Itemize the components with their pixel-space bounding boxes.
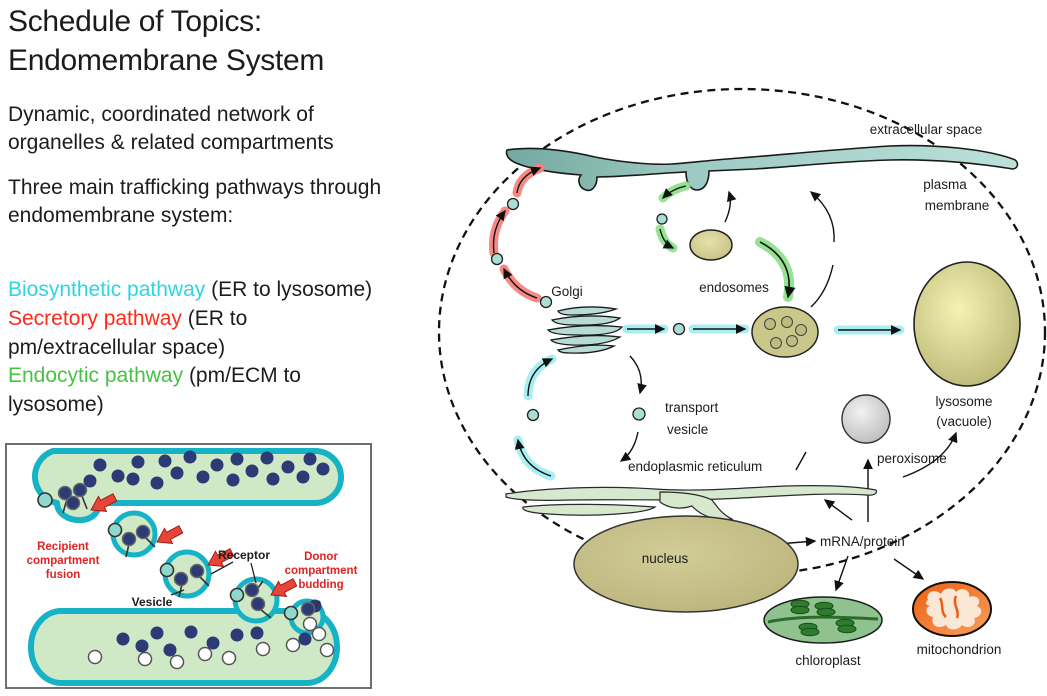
- label-mrna-protein: mRNA/protein: [820, 534, 905, 549]
- label-nucleus: nucleus: [642, 551, 689, 566]
- label-endosomes: endosomes: [699, 280, 769, 295]
- label-donor-2: compartment: [285, 565, 358, 577]
- early-endosome: [690, 230, 732, 260]
- label-chloroplast: chloroplast: [795, 653, 861, 668]
- label-donor-1: Donor: [304, 551, 338, 563]
- label-vesicle: Vesicle: [132, 595, 173, 609]
- label-endoplasmic-reticulum: endoplasmic reticulum: [628, 459, 762, 474]
- endoplasmic-reticulum: [506, 486, 877, 520]
- vesicle-trafficking-inset: Recipient compartment fusion Vesicle Rec…: [5, 443, 372, 689]
- label-plasma-membrane-1: plasma: [923, 177, 967, 192]
- lysosome: [914, 262, 1020, 386]
- label-recipient-3: fusion: [46, 569, 81, 581]
- chloroplast: [764, 597, 882, 643]
- multivesicular-body: [752, 307, 818, 357]
- label-peroxisome: peroxisome: [877, 451, 947, 466]
- label-recipient-2: compartment: [27, 555, 100, 567]
- label-golgi: Golgi: [551, 284, 583, 299]
- secretory-pathway-arrows: [493, 168, 540, 298]
- label-transport-vesicle-1: transport: [665, 400, 719, 415]
- label-plasma-membrane-2: membrane: [925, 198, 990, 213]
- label-transport-vesicle-2: vesicle: [667, 422, 708, 437]
- mitochondrion: [913, 582, 991, 636]
- label-mitochondrion: mitochondrion: [917, 642, 1002, 657]
- label-receptor: Receptor: [218, 548, 270, 562]
- label-lysosome-2: (vacuole): [936, 414, 992, 429]
- peroxisome: [842, 395, 890, 443]
- label-lysosome-1: lysosome: [935, 394, 992, 409]
- golgi-apparatus: [548, 307, 622, 353]
- label-recipient-1: Recipient: [37, 541, 89, 553]
- label-donor-3: budding: [298, 579, 343, 591]
- label-extracellular-space: extracellular space: [870, 122, 983, 137]
